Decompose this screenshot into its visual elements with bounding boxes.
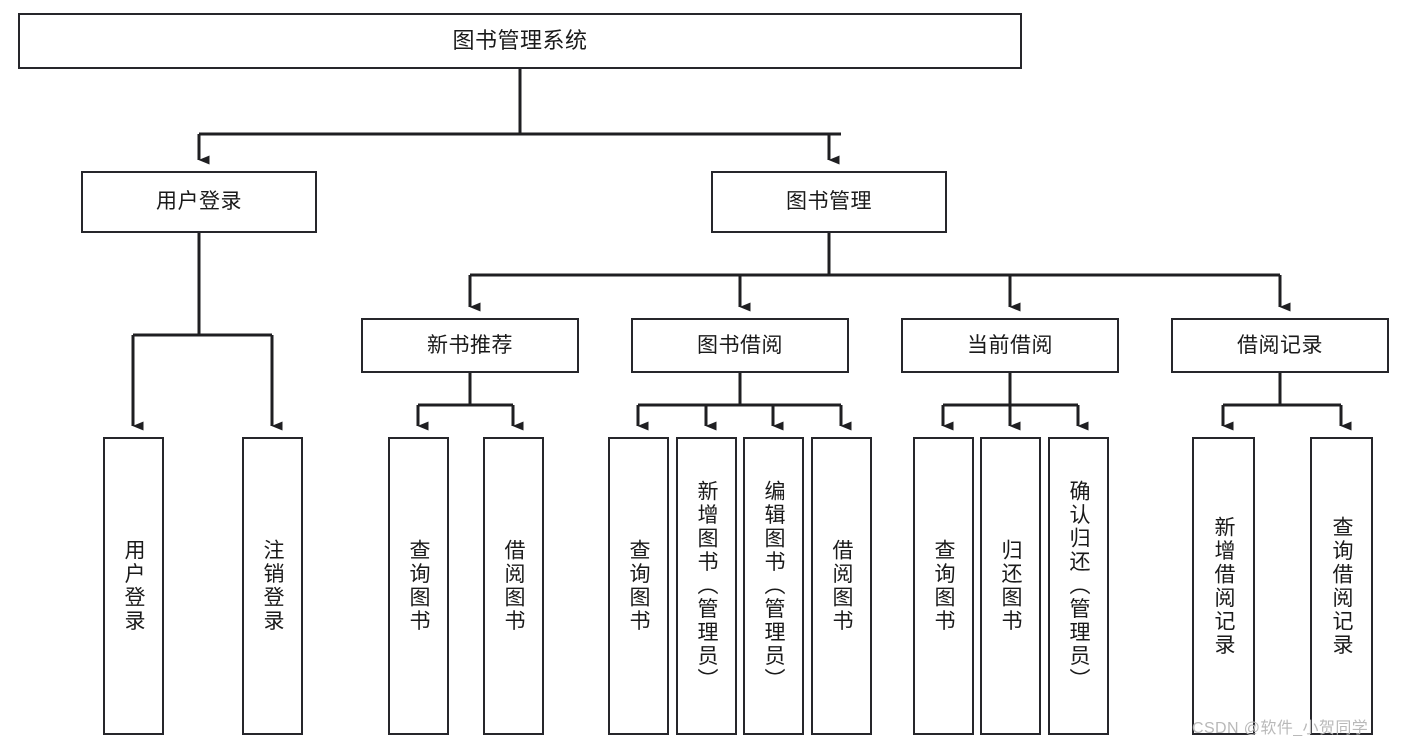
node-leaf-user-login-label: 用户登录 [122, 539, 145, 633]
node-current-borrow[interactable]: 当前借阅 [901, 318, 1119, 373]
node-book-manage[interactable]: 图书管理 [711, 171, 947, 233]
node-new-book-recommend[interactable]: 新书推荐 [361, 318, 579, 373]
node-current-borrow-label: 当前借阅 [967, 333, 1053, 357]
node-leaf-borrow-book-2-label: 借阅图书 [830, 539, 853, 633]
node-leaf-add-record[interactable]: 新增借阅记录 [1192, 437, 1255, 735]
node-leaf-add-book-label: 新增图书（管理员） [695, 480, 718, 692]
node-leaf-logout-label: 注销登录 [261, 539, 284, 633]
node-leaf-add-book[interactable]: 新增图书（管理员） [676, 437, 737, 735]
node-root[interactable]: 图书管理系统 [18, 13, 1022, 69]
node-book-borrow[interactable]: 图书借阅 [631, 318, 849, 373]
node-user-login[interactable]: 用户登录 [81, 171, 317, 233]
node-leaf-query-record[interactable]: 查询借阅记录 [1310, 437, 1373, 735]
node-leaf-query-book-1-label: 查询图书 [407, 539, 430, 633]
node-root-label: 图书管理系统 [452, 27, 588, 53]
node-leaf-query-record-label: 查询借阅记录 [1330, 515, 1353, 657]
node-user-login-label: 用户登录 [156, 190, 242, 214]
node-borrow-record[interactable]: 借阅记录 [1171, 318, 1389, 373]
node-leaf-borrow-book-2[interactable]: 借阅图书 [811, 437, 872, 735]
node-leaf-edit-book-label: 编辑图书（管理员） [762, 480, 785, 692]
node-leaf-user-login[interactable]: 用户登录 [103, 437, 164, 735]
csdn-watermark: CSDN @软件_小贺同学 [1192, 720, 1369, 737]
node-leaf-confirm-return-label: 确认归还（管理员） [1067, 480, 1090, 692]
node-leaf-query-book-1[interactable]: 查询图书 [388, 437, 449, 735]
node-leaf-confirm-return[interactable]: 确认归还（管理员） [1048, 437, 1109, 735]
node-leaf-logout[interactable]: 注销登录 [242, 437, 303, 735]
node-leaf-query-book-2-label: 查询图书 [627, 539, 650, 633]
node-leaf-return-book[interactable]: 归还图书 [980, 437, 1041, 735]
node-leaf-borrow-book-1[interactable]: 借阅图书 [483, 437, 544, 735]
node-leaf-edit-book[interactable]: 编辑图书（管理员） [743, 437, 804, 735]
node-leaf-query-book-3[interactable]: 查询图书 [913, 437, 974, 735]
node-leaf-return-book-label: 归还图书 [999, 539, 1022, 633]
node-book-manage-label: 图书管理 [786, 190, 872, 214]
node-book-borrow-label: 图书借阅 [697, 333, 783, 357]
node-leaf-add-record-label: 新增借阅记录 [1212, 515, 1235, 657]
node-borrow-record-label: 借阅记录 [1237, 333, 1323, 357]
node-leaf-borrow-book-1-label: 借阅图书 [502, 539, 525, 633]
node-leaf-query-book-3-label: 查询图书 [932, 539, 955, 633]
node-leaf-query-book-2[interactable]: 查询图书 [608, 437, 669, 735]
node-new-book-recommend-label: 新书推荐 [427, 333, 513, 357]
